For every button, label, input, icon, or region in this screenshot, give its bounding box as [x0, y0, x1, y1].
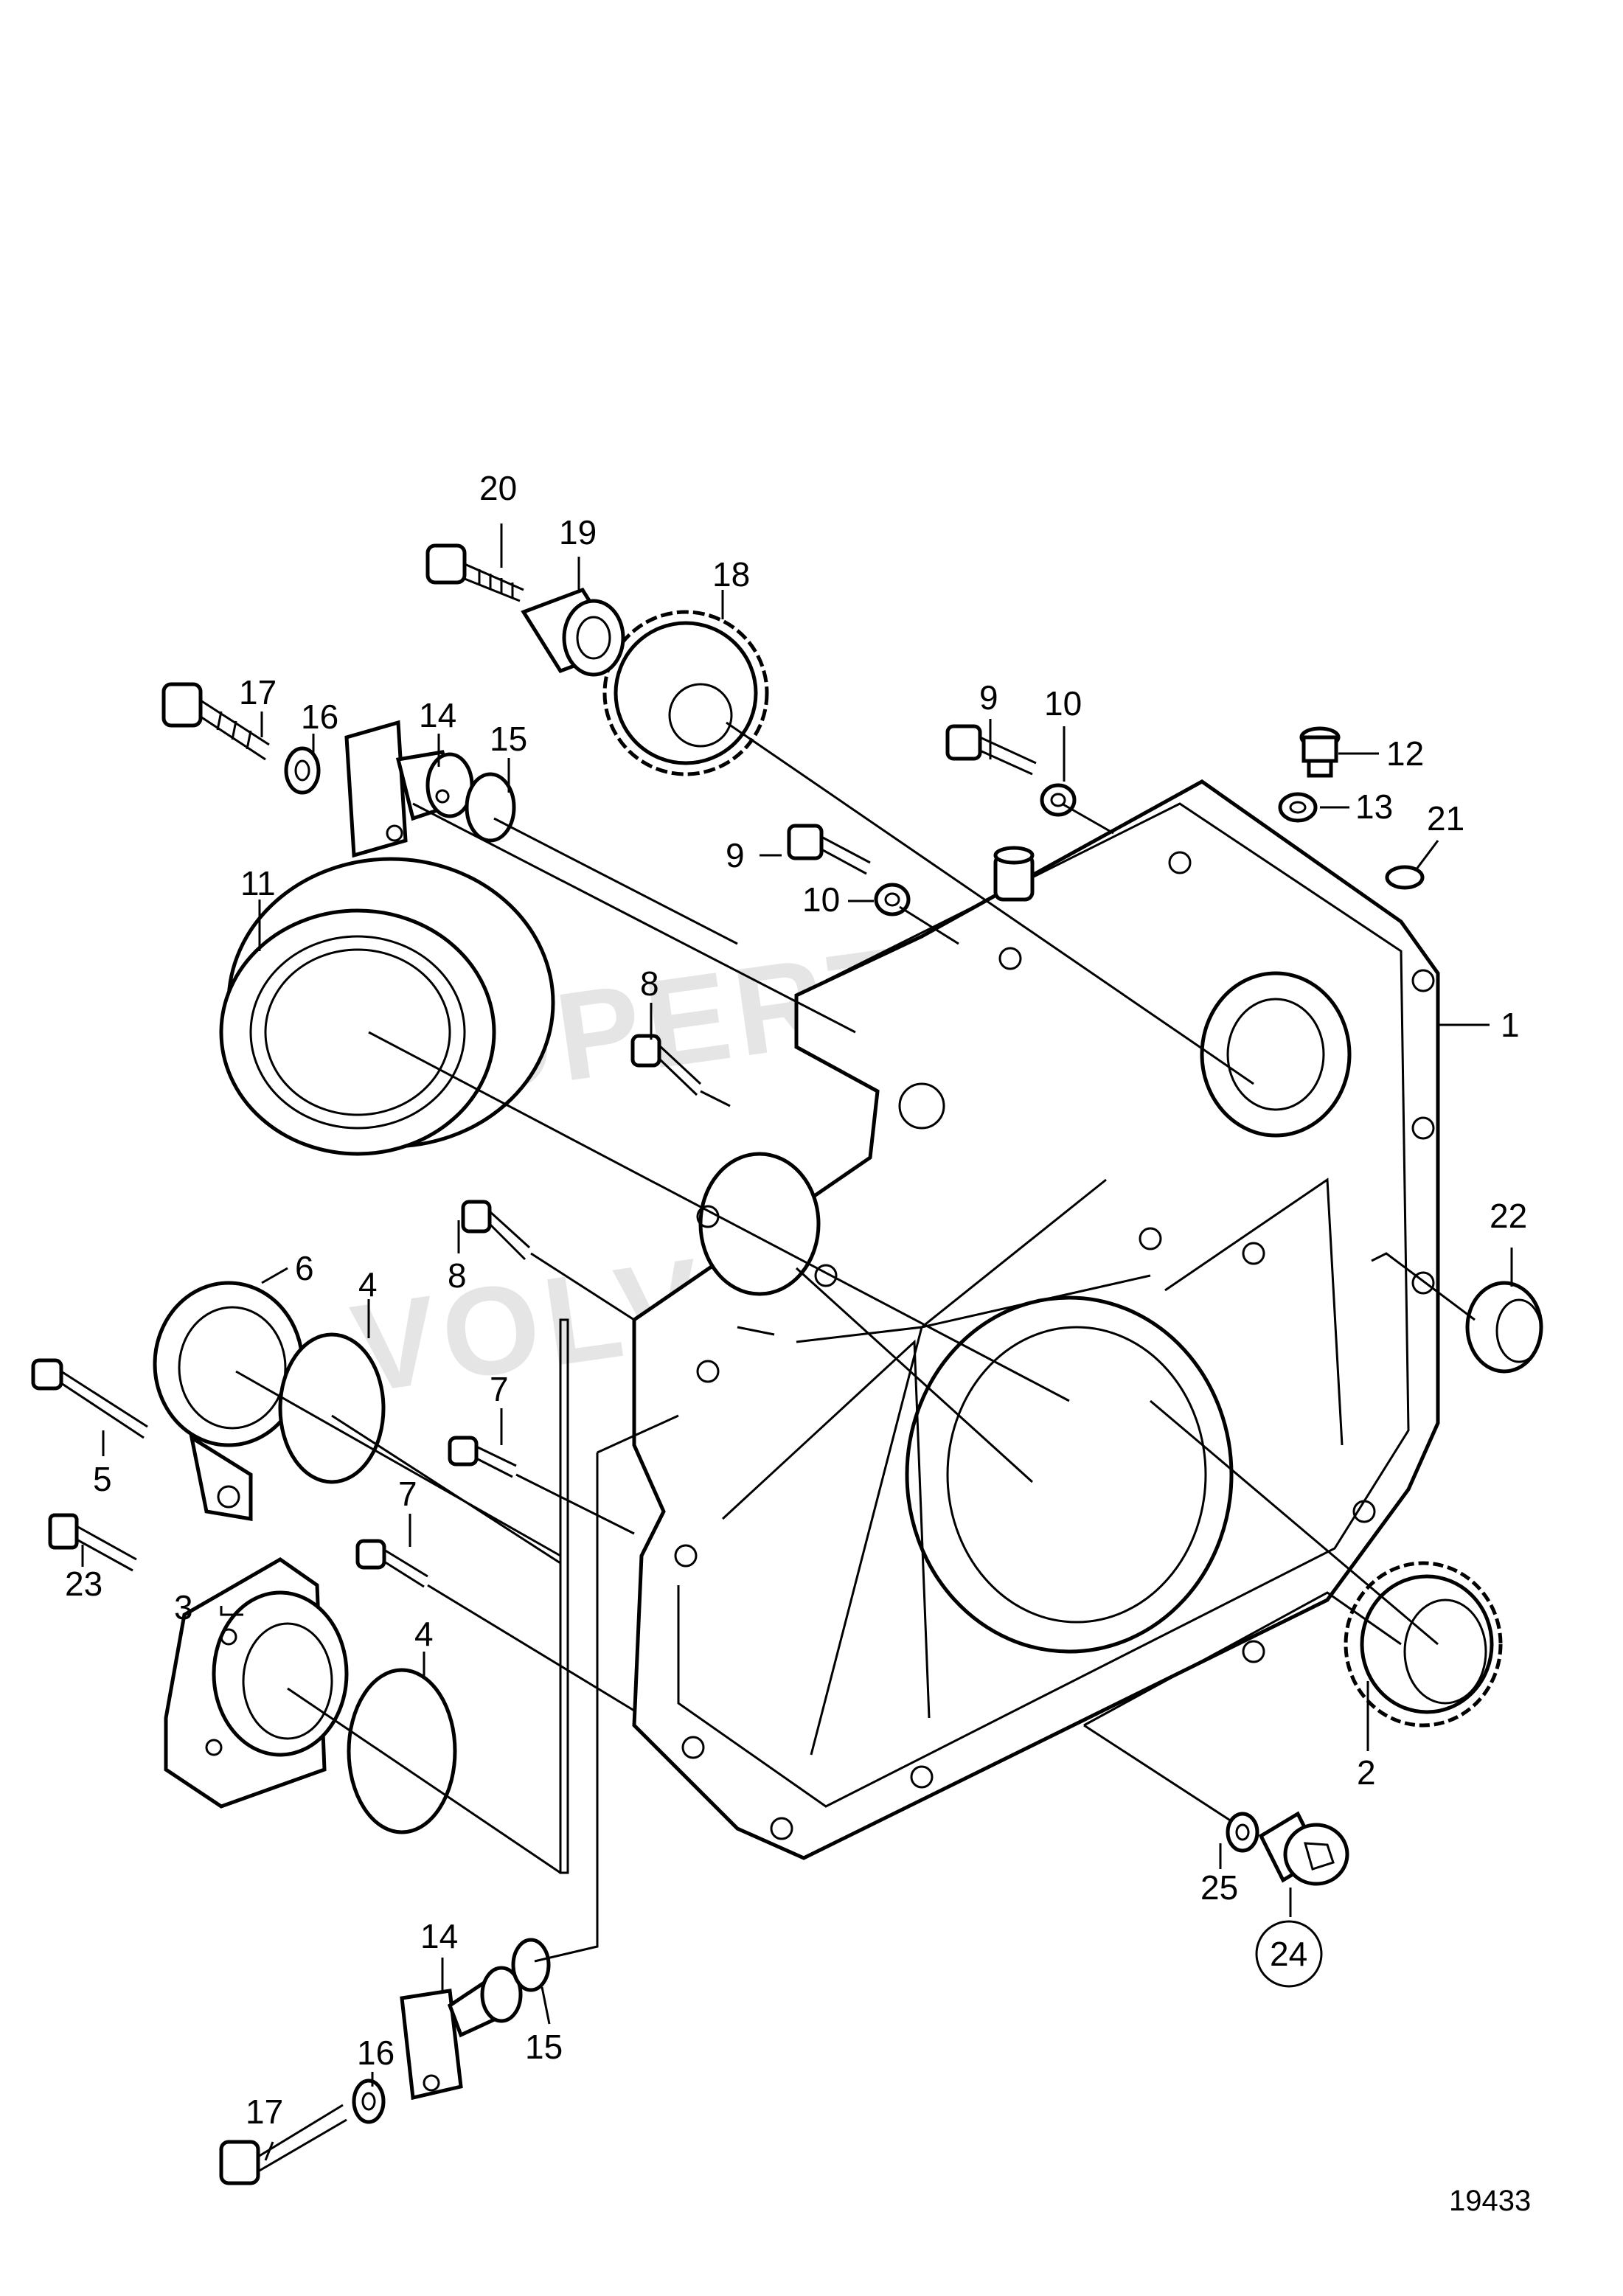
o-ring-4-upper — [278, 1332, 386, 1484]
callout-25: 25 — [1200, 1868, 1238, 1907]
callout-8-lower: 8 — [448, 1256, 467, 1295]
bolt-9-upper — [945, 724, 1037, 776]
callout-8-upper: 8 — [640, 964, 659, 1003]
bolt-8-upper — [630, 1034, 702, 1096]
o-ring-15-upper — [465, 772, 516, 843]
callout-22: 22 — [1490, 1197, 1527, 1235]
callout-16-lower: 16 — [357, 2034, 395, 2072]
washer-13 — [1278, 792, 1318, 823]
callout-9-upper: 9 — [979, 678, 998, 717]
callout-7-upper: 7 — [490, 1370, 509, 1408]
bolt-7-upper — [448, 1436, 517, 1478]
bolt-8-lower — [461, 1200, 531, 1261]
callout-4-lower: 4 — [414, 1615, 434, 1653]
o-ring-15-lower — [511, 1938, 551, 1992]
callout-17-upper: 17 — [239, 673, 277, 712]
callout-4-upper: 4 — [358, 1265, 378, 1304]
bolt-5 — [31, 1358, 148, 1439]
callout-15-lower: 15 — [525, 2028, 563, 2066]
callout-12: 12 — [1386, 734, 1424, 773]
callout-7-lower: 7 — [398, 1475, 417, 1513]
seal-22 — [1465, 1281, 1543, 1374]
callout-13: 13 — [1355, 787, 1393, 826]
washer-25 — [1226, 1812, 1259, 1853]
gear-18 — [602, 610, 769, 776]
callout-24: 24 — [1270, 1935, 1307, 1973]
bolt-17-upper — [161, 682, 270, 761]
o-ring-4-lower — [347, 1668, 457, 1834]
callout-24-circle — [1255, 1920, 1323, 1988]
callout-9-lower: 9 — [726, 836, 745, 874]
callout-leaders — [81, 523, 1513, 2161]
callout-10-lower: 10 — [802, 880, 840, 919]
callout-15-upper: 15 — [490, 720, 527, 758]
callout-20: 20 — [479, 469, 517, 507]
callout-17-lower: 17 — [246, 2093, 283, 2131]
callout-21: 21 — [1427, 799, 1464, 838]
callout-23: 23 — [65, 1565, 102, 1603]
plug-12 — [1299, 726, 1341, 778]
callout-16-upper: 16 — [301, 698, 338, 736]
callout-10-upper: 10 — [1044, 684, 1082, 723]
cover-3 — [164, 1557, 349, 1809]
washer-16-lower — [352, 2078, 386, 2124]
callout-18: 18 — [712, 555, 750, 594]
pin-14-lower — [400, 1966, 523, 2101]
bolt-7-lower — [355, 1539, 428, 1588]
callout-6: 6 — [295, 1249, 314, 1287]
callout-14-upper: 14 — [419, 696, 456, 734]
bolt-23 — [48, 1513, 137, 1572]
callout-11: 11 — [240, 864, 276, 902]
gear-2 — [1344, 1561, 1503, 1728]
callout-14-lower: 14 — [420, 1917, 458, 1955]
callout-1: 1 — [1501, 1006, 1520, 1044]
figure-number: 19433 — [1449, 2185, 1531, 2217]
cover-6 — [153, 1281, 305, 1521]
timing-gear-housing — [632, 779, 1440, 1860]
callout-5: 5 — [93, 1460, 112, 1498]
callout-3: 3 — [174, 1588, 193, 1627]
seal-ring-11 — [219, 857, 555, 1156]
assembly-lines — [235, 721, 1476, 1963]
plug-24 — [1258, 1811, 1349, 1886]
callout-2: 2 — [1357, 1753, 1376, 1792]
bolt-9-lower — [787, 824, 871, 875]
washer-10-upper — [1040, 783, 1077, 817]
washer-16-upper — [284, 746, 321, 795]
seal-21 — [1385, 865, 1425, 890]
pin-14-upper — [344, 720, 474, 858]
bushing-19 — [521, 587, 625, 677]
bolt-17-lower — [219, 2104, 347, 2185]
bolt-20 — [425, 543, 524, 602]
callout-labels: 1 2 3 4 4 5 6 7 7 8 8 9 9 10 10 11 12 13… — [65, 469, 1527, 2131]
callout-19: 19 — [559, 513, 597, 552]
